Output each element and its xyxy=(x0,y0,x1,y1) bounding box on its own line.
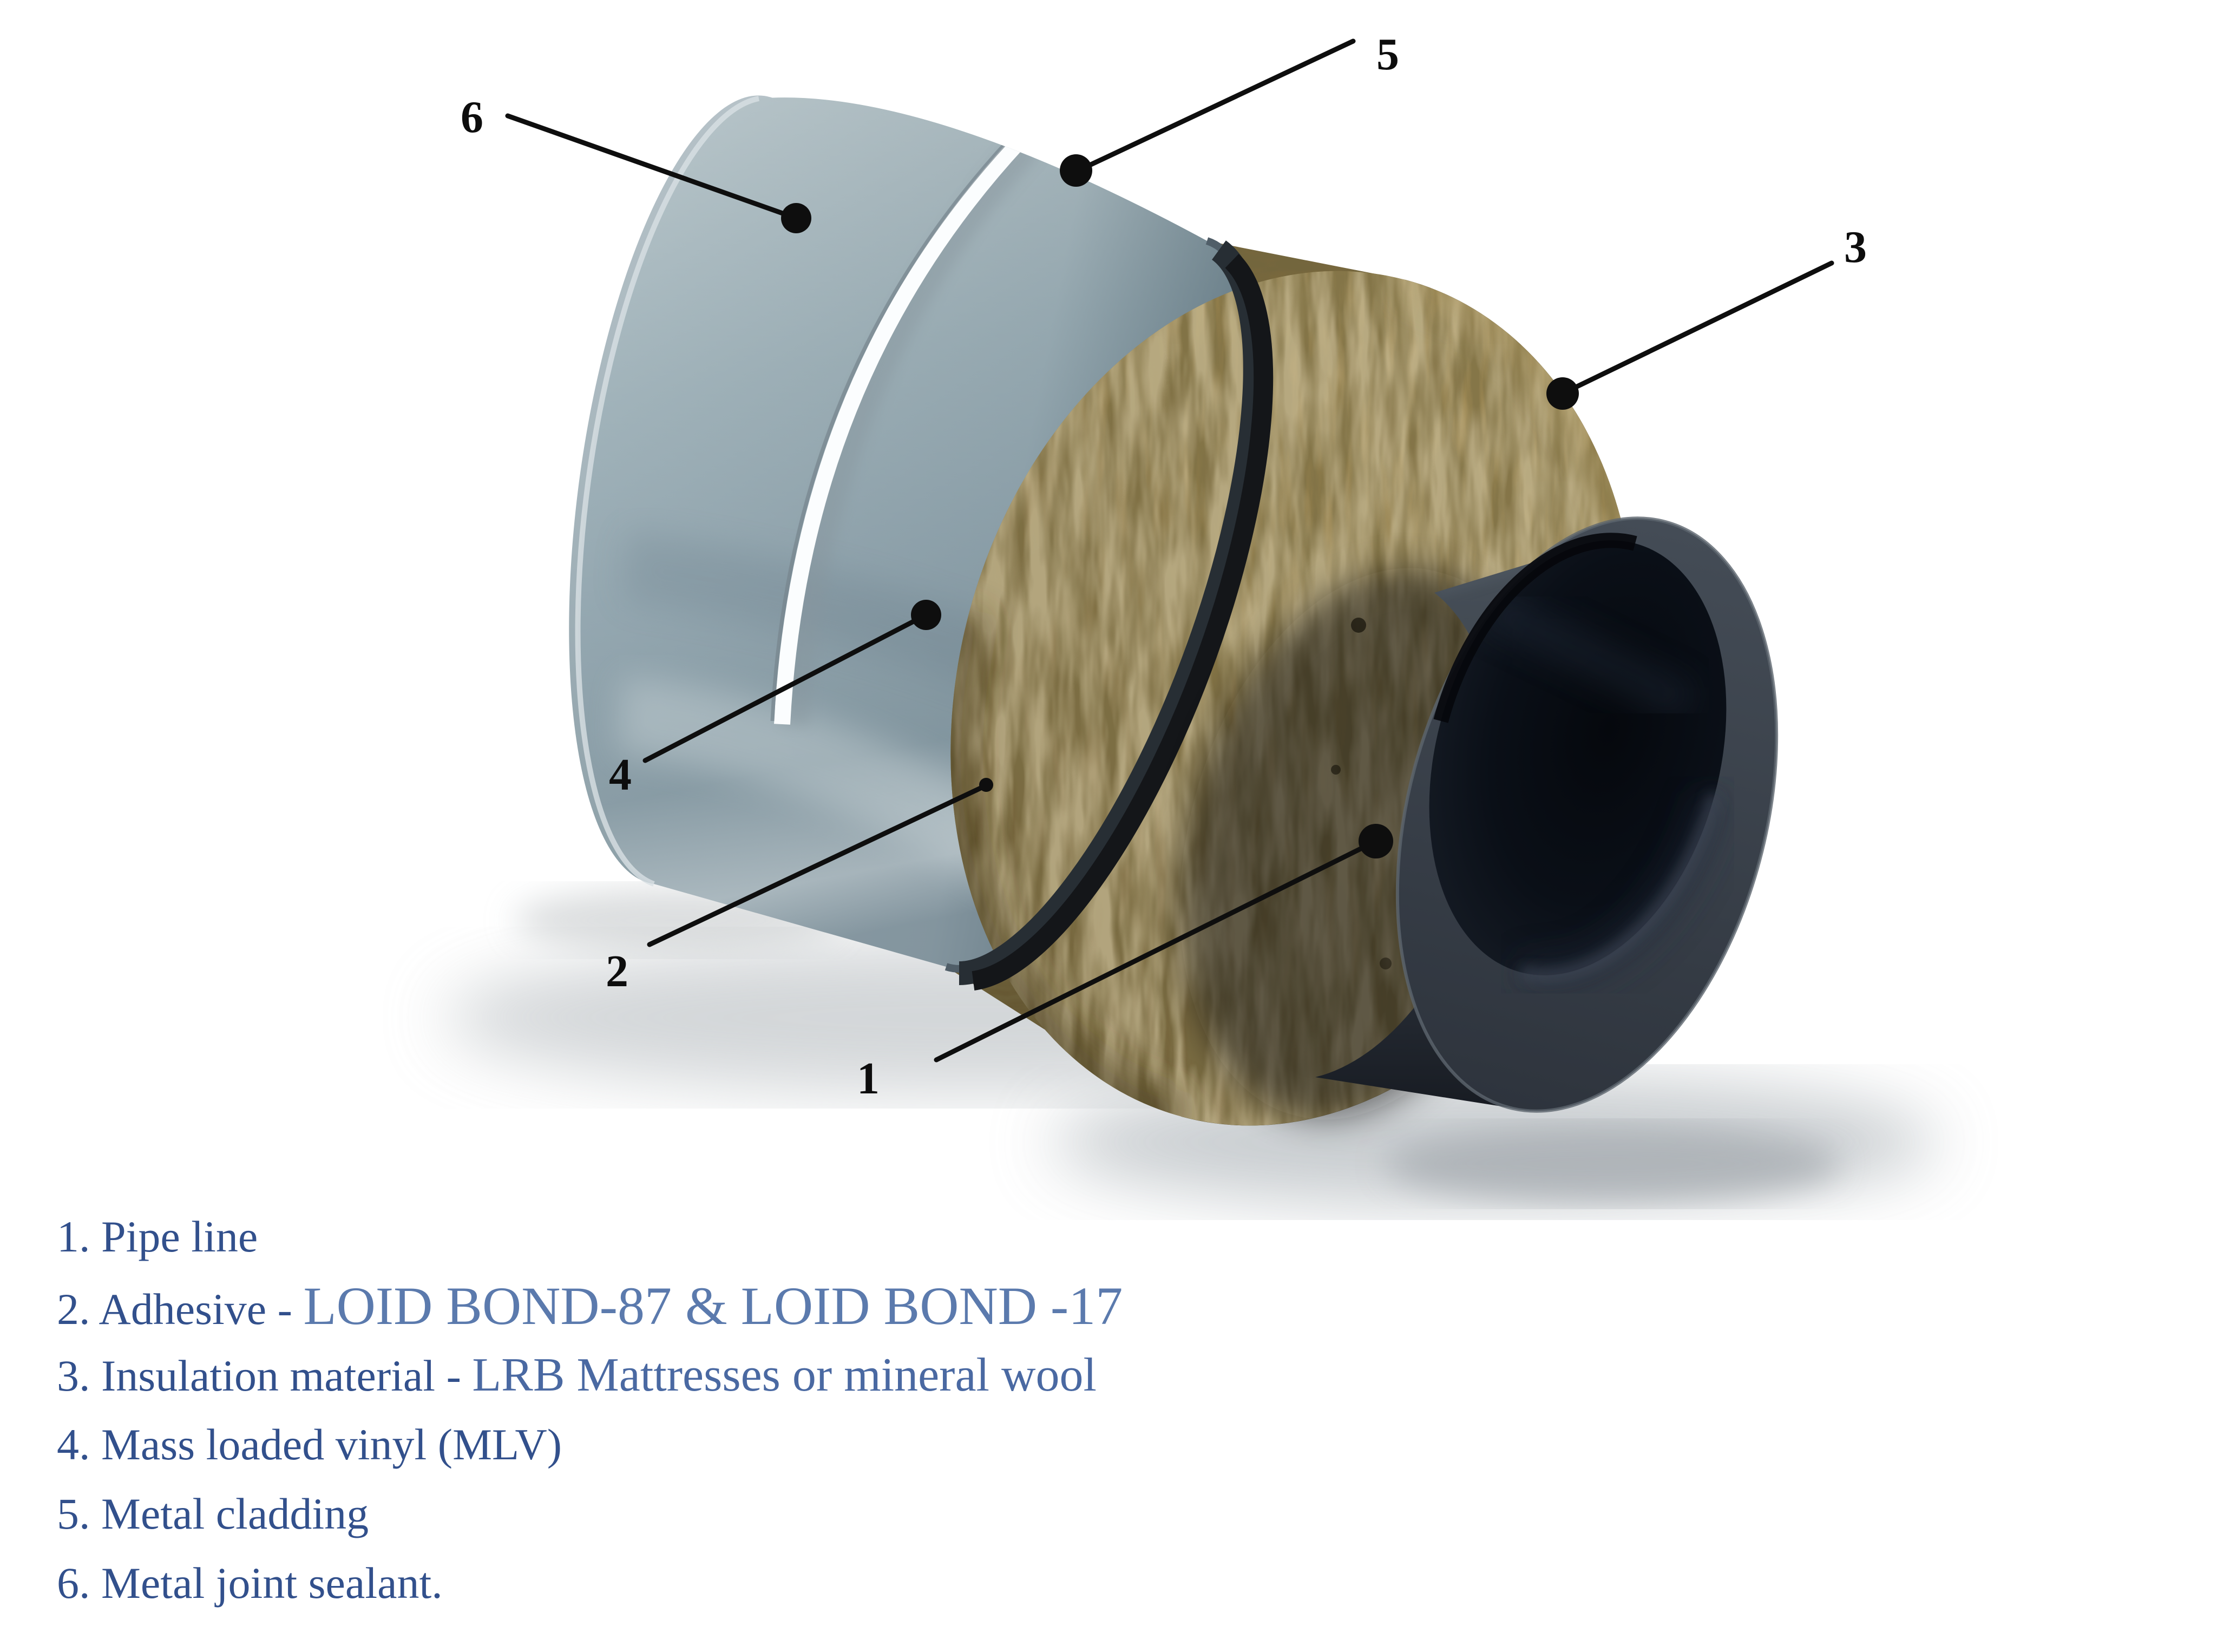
callout-3-dot xyxy=(1546,377,1579,410)
callout-1: 1 xyxy=(857,824,1393,1104)
callout-2-dot xyxy=(979,778,993,792)
legend-item-pipe-line: 1. Pipe line xyxy=(57,1202,1123,1271)
callout-2-number: 2 xyxy=(606,946,628,997)
callout-6-number: 6 xyxy=(461,92,483,142)
legend-item-insulation: 3. Insulation material - LRB Mattresses … xyxy=(57,1341,1123,1410)
callouts: 1 2 3 4 5 6 xyxy=(461,29,1867,1104)
metal-joint-sealant-seam xyxy=(774,136,1025,725)
callout-1-dot xyxy=(1359,824,1393,858)
legend-text: 5. Metal cladding xyxy=(57,1489,369,1538)
legend-brand-text: LOID BOND-87 & LOID BOND -17 xyxy=(303,1276,1123,1336)
callout-4-number: 4 xyxy=(609,750,632,800)
legend-brand-text: LRB Mattresses or mineral wool xyxy=(472,1349,1097,1401)
callout-2: 2 xyxy=(606,778,993,997)
legend-item-cladding: 5. Metal cladding xyxy=(57,1479,1123,1549)
pipe-line xyxy=(1179,516,1779,1120)
callout-1-line xyxy=(934,838,1379,1063)
callout-3-line xyxy=(1560,260,1834,396)
legend: 1. Pipe line 2. Adhesive - LOID BOND-87 … xyxy=(57,1202,1123,1618)
callout-5-number: 5 xyxy=(1376,29,1399,80)
callout-4: 4 xyxy=(609,600,941,800)
callout-6-line xyxy=(505,113,799,221)
callout-2-line xyxy=(647,783,988,947)
pipe-bore xyxy=(1429,540,1727,975)
callout-6-dot xyxy=(781,203,811,233)
legend-text: 2. Adhesive - xyxy=(57,1284,304,1334)
legend-item-adhesive: 2. Adhesive - LOID BOND-87 & LOID BOND -… xyxy=(57,1271,1123,1341)
callout-5-dot xyxy=(1060,154,1092,187)
callout-3-number: 3 xyxy=(1844,222,1867,272)
mass-loaded-vinyl-ring xyxy=(972,254,1274,991)
joint-sealant-shadow xyxy=(780,135,1039,726)
callout-3: 3 xyxy=(1546,222,1867,410)
callout-1-number: 1 xyxy=(857,1053,880,1104)
cap-edge-highlight xyxy=(575,96,759,887)
legend-text: 1. Pipe line xyxy=(57,1212,258,1261)
callout-4-line xyxy=(642,612,929,763)
legend-item-mlv: 4. Mass loaded vinyl (MLV) xyxy=(57,1410,1123,1479)
legend-text: 6. Metal joint sealant. xyxy=(57,1558,443,1608)
callout-6: 6 xyxy=(461,92,811,233)
callout-5-line xyxy=(1074,38,1356,174)
legend-item-sealant: 6. Metal joint sealant. xyxy=(57,1549,1123,1618)
legend-text: 4. Mass loaded vinyl (MLV) xyxy=(57,1420,562,1469)
legend-text: 3. Insulation material - xyxy=(57,1351,473,1400)
callout-4-dot xyxy=(911,600,941,630)
callout-5: 5 xyxy=(1060,29,1399,187)
